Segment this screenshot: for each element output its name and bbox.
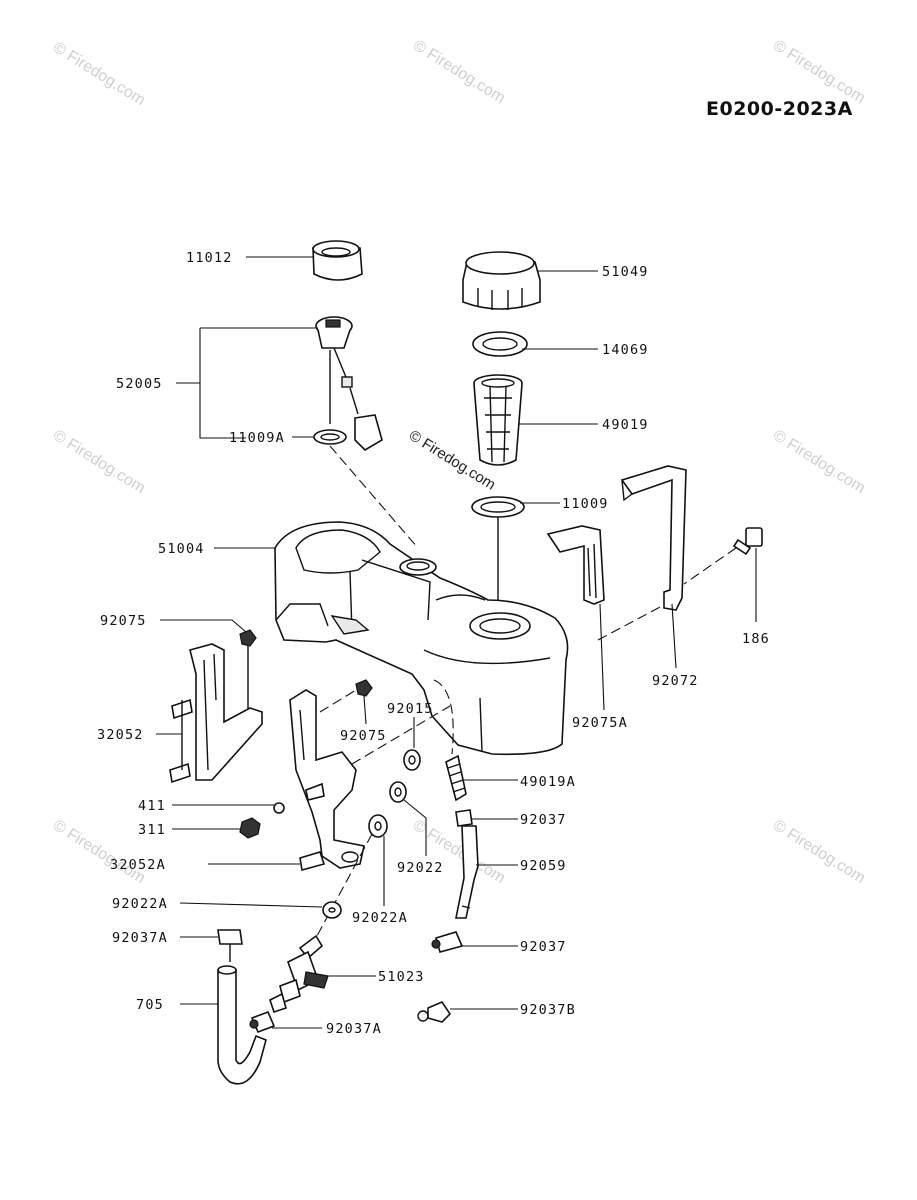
part-32052-bracket xyxy=(156,643,263,784)
label-51023: 51023 xyxy=(378,969,425,985)
label-411: 411 xyxy=(138,798,166,814)
watermark: © Firedog.com xyxy=(50,817,148,887)
label-311: 311 xyxy=(138,822,166,838)
label-92015: 92015 xyxy=(387,701,434,717)
part-32052A-bracket xyxy=(208,689,451,872)
part-92022A-washer-left xyxy=(179,901,342,919)
label-11009: 11009 xyxy=(562,496,609,512)
part-11012-grommet xyxy=(246,240,363,281)
label-32052: 32052 xyxy=(97,727,144,743)
label-92075A: 92075A xyxy=(572,715,628,731)
label-49019: 49019 xyxy=(602,417,649,433)
part-92022-washer xyxy=(389,781,427,856)
label-92037A: 92037A xyxy=(326,1021,382,1037)
part-92075-cushion xyxy=(160,619,257,710)
part-51004-fuel-tank xyxy=(214,521,569,756)
part-92037-clamp xyxy=(455,809,518,827)
part-92037A-clamp-left xyxy=(180,929,243,962)
part-705-hose xyxy=(180,965,267,1085)
label-11012: 11012 xyxy=(186,250,233,266)
watermark: © Firedog.com xyxy=(770,817,868,887)
part-92075A-spacer xyxy=(546,525,605,711)
label-186: 186 xyxy=(742,631,770,647)
label-92072: 92072 xyxy=(652,673,699,689)
label-92037: 92037 xyxy=(520,812,567,828)
part-labels: 11012 51049 14069 52005 49019 11009A 110… xyxy=(97,250,770,1037)
label-92022: 92022 xyxy=(397,860,444,876)
label-705: 705 xyxy=(136,997,164,1013)
part-311-nut xyxy=(172,817,261,839)
label-92037A-left: 92037A xyxy=(112,930,168,946)
label-14069: 14069 xyxy=(602,342,649,358)
label-92037-b: 92037 xyxy=(520,939,567,955)
part-92015-washer xyxy=(403,717,421,771)
part-52005-fuel-gauge xyxy=(176,316,383,452)
part-92022A-washer xyxy=(303,814,388,961)
part-186-bolt xyxy=(683,527,763,622)
watermark: © Firedog.com xyxy=(410,37,508,107)
diagram-code: E0200-2023A xyxy=(706,98,853,120)
part-92037A-clamp-right xyxy=(249,1010,322,1034)
part-51023-fuel-cock xyxy=(269,934,376,1014)
part-92075-cushion-2 xyxy=(319,679,373,725)
part-14069-gasket xyxy=(472,331,598,357)
part-92059-hose xyxy=(455,825,518,919)
part-11009-gasket xyxy=(471,496,560,612)
label-92037B: 92037B xyxy=(520,1002,576,1018)
watermark: © Firedog.com xyxy=(770,37,868,107)
part-51049-fuel-cap xyxy=(462,251,598,310)
watermark: © Firedog.com xyxy=(50,39,148,109)
part-11009A-gasket xyxy=(292,429,419,549)
label-51004: 51004 xyxy=(158,541,205,557)
watermark: © Firedog.com xyxy=(770,427,868,497)
label-32052A: 32052A xyxy=(110,857,166,873)
label-92075-b: 92075 xyxy=(340,728,387,744)
part-49019A-filter xyxy=(433,679,518,802)
label-49019A: 49019A xyxy=(520,774,576,790)
part-49019-strainer xyxy=(473,374,598,466)
label-92075: 92075 xyxy=(100,613,147,629)
watermark: © Firedog.com xyxy=(410,817,508,887)
part-411-washer xyxy=(172,802,285,814)
label-92022A: 92022A xyxy=(352,910,408,926)
label-11009A: 11009A xyxy=(229,430,285,446)
label-51049: 51049 xyxy=(602,264,649,280)
part-92037B-clamp xyxy=(417,1001,518,1023)
label-92059: 92059 xyxy=(520,858,567,874)
watermark: © Firedog.com xyxy=(50,427,148,497)
label-52005: 52005 xyxy=(116,376,163,392)
part-92072-bracket xyxy=(597,465,687,669)
part-92037-clamp-lower xyxy=(431,931,518,953)
label-92022A-left: 92022A xyxy=(112,896,168,912)
